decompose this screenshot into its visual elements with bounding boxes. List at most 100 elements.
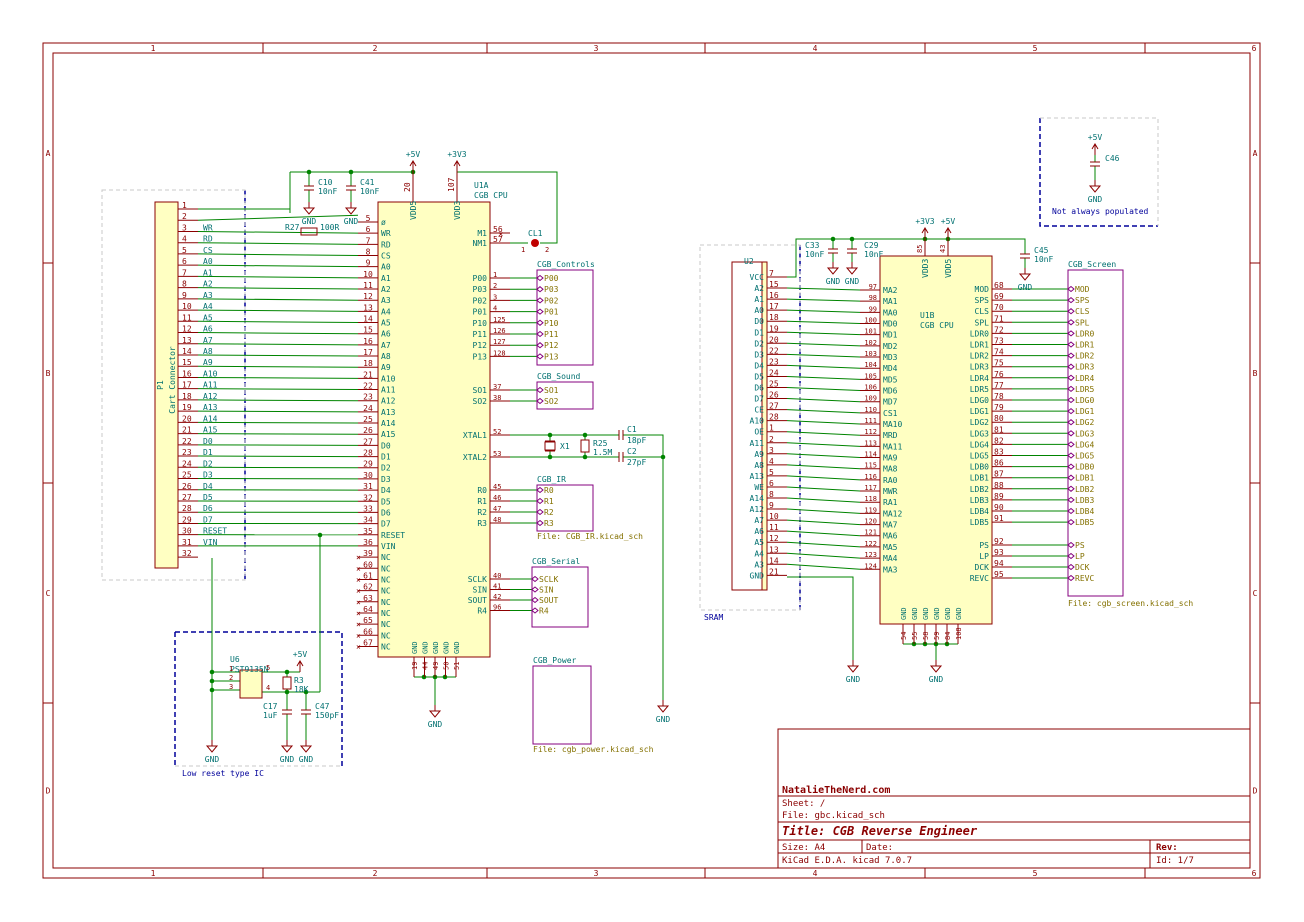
cpu-pin-number: 24 bbox=[363, 404, 373, 413]
hier-pin-marker bbox=[1067, 496, 1075, 504]
frame-col-label: 2 bbox=[373, 869, 378, 878]
cpu-a-value: CGB CPU bbox=[474, 191, 508, 200]
bus-wire bbox=[786, 552, 861, 559]
cpu-a-ref: U1A bbox=[474, 181, 489, 190]
sram-ref: U2 bbox=[744, 257, 754, 266]
gnd-label: GND bbox=[428, 720, 443, 729]
cpu-pin-number: 60 bbox=[363, 560, 373, 569]
frame-col-label: 5 bbox=[1033, 44, 1038, 53]
sram-pin-number: 14 bbox=[769, 556, 779, 565]
cpu-pin-number: 96 bbox=[493, 604, 501, 612]
sram-pin-label: D5 bbox=[754, 372, 764, 381]
sram-pin-number: 23 bbox=[769, 357, 779, 366]
cpu-pin-number: 124 bbox=[864, 562, 877, 570]
connector-pin-number: 9 bbox=[182, 291, 187, 300]
gnd-label: GND bbox=[205, 755, 220, 764]
cpu-pin-label: MA10 bbox=[883, 420, 902, 429]
cpu-pin-label: SO1 bbox=[473, 386, 488, 395]
connector-pin-number: 8 bbox=[182, 280, 187, 289]
gnd-label: GND bbox=[845, 277, 860, 286]
wire bbox=[787, 238, 948, 278]
connector-pin-number: 1 bbox=[182, 201, 187, 210]
cpu-pin-number: 50 bbox=[443, 662, 451, 670]
connector-pin-number: 12 bbox=[182, 325, 192, 334]
cpu-pin-number: 49 bbox=[432, 662, 440, 670]
cpu-pin-number: 33 bbox=[363, 504, 373, 513]
connector-pin-number: 15 bbox=[182, 358, 192, 367]
cpu-pin-number: 83 bbox=[994, 448, 1004, 457]
cpu-pin-label: MD4 bbox=[883, 364, 898, 373]
bus-wire bbox=[197, 242, 359, 245]
gnd-label: GND bbox=[344, 217, 359, 226]
connector-value: Cart Connector bbox=[168, 346, 177, 414]
hier-pin-marker bbox=[1067, 341, 1075, 348]
cpu-pin-label: SPS bbox=[975, 296, 990, 305]
reset-ic-body bbox=[239, 669, 263, 699]
hier-sheet-name: CGB_IR bbox=[537, 475, 566, 484]
connector-pin-label: A0 bbox=[203, 257, 213, 266]
connector-pin-number: 7 bbox=[182, 268, 187, 277]
cpu-pin-label: LDR3 bbox=[970, 363, 989, 372]
cpu-pin-number: 1 bbox=[493, 271, 497, 279]
cpu-pin-label: MA5 bbox=[883, 543, 898, 552]
nc-mark: × bbox=[356, 631, 361, 640]
cpu-pin-label: MA7 bbox=[883, 521, 898, 530]
cpu-pin-label: MOD bbox=[975, 285, 990, 294]
note-sram: SRAM bbox=[704, 613, 723, 622]
connector-pin-label: A9 bbox=[203, 358, 213, 367]
cpu-pin-label: A5 bbox=[381, 319, 391, 328]
power-label: +5V bbox=[293, 650, 308, 659]
frame-col-label: 6 bbox=[1252, 44, 1257, 53]
cpu-pin-number: 28 bbox=[363, 449, 373, 458]
bus-wire bbox=[786, 453, 861, 459]
hier-pin-marker bbox=[531, 607, 539, 614]
hier-pin-label: LP bbox=[1075, 552, 1085, 561]
cpu-pin-number: 73 bbox=[994, 337, 1004, 346]
frame-row-label: D bbox=[1253, 787, 1258, 796]
hier-pin-marker bbox=[536, 274, 544, 282]
cpu-pin-label: GND bbox=[411, 641, 419, 654]
cpu-pin-label: MA4 bbox=[883, 554, 898, 563]
wire bbox=[197, 214, 359, 221]
cpu-pin-number: 22 bbox=[363, 382, 373, 391]
cpu-pin-number: 109 bbox=[864, 395, 877, 403]
cpu-pin-label: MA12 bbox=[883, 509, 902, 518]
cpu-pin-number: 72 bbox=[994, 325, 1004, 334]
cpu-pin-number: 79 bbox=[994, 403, 1004, 412]
junction-dot bbox=[582, 454, 588, 460]
bus-wire bbox=[197, 298, 359, 301]
sram-pin-label: OE bbox=[754, 428, 764, 437]
bus-wire bbox=[786, 508, 861, 514]
title-file: File: gbc.kicad_sch bbox=[782, 811, 885, 821]
sram-pin-label: A2 bbox=[754, 284, 764, 293]
hier-pin-label: SO1 bbox=[544, 386, 559, 395]
connector-pin-number: 18 bbox=[182, 392, 192, 401]
hier-sheet-name: CGB_Sound bbox=[537, 372, 581, 381]
cpu-pin-number: 14 bbox=[363, 315, 373, 324]
cap-value: 10nF bbox=[360, 187, 379, 196]
power-label: +5V bbox=[1088, 133, 1103, 142]
cpu-pin-label: CLS bbox=[975, 307, 990, 316]
cpu-pin-number: 104 bbox=[864, 361, 877, 369]
cpu-pin-label: A12 bbox=[381, 397, 396, 406]
nc-mark: × bbox=[498, 230, 503, 240]
frame-row-label: C bbox=[46, 589, 51, 598]
cpu-pin-number: 111 bbox=[864, 417, 877, 425]
cpu-pin-number: 93 bbox=[994, 548, 1004, 557]
hier-pin-marker bbox=[1067, 419, 1075, 426]
resistor-ref: R25 bbox=[593, 439, 608, 448]
gnd-symbol bbox=[656, 705, 670, 713]
hier-pin-label: LDR1 bbox=[1075, 341, 1094, 350]
cpu-b-ref: U1B bbox=[920, 311, 935, 320]
hier-pin-label: LDR0 bbox=[1075, 329, 1094, 338]
hier-pin-marker bbox=[531, 596, 539, 604]
cpu-pin-number: 19 bbox=[411, 662, 419, 670]
cpu-pin-label: MD7 bbox=[883, 398, 898, 407]
resistor-value: 18K bbox=[294, 685, 309, 694]
cpu-pin-label: R4 bbox=[477, 607, 487, 616]
bus-wire bbox=[786, 298, 861, 302]
hier-pin-marker bbox=[1067, 518, 1075, 526]
cpu-pin-label: GND bbox=[922, 607, 930, 620]
frame-col-label: 3 bbox=[594, 869, 599, 878]
